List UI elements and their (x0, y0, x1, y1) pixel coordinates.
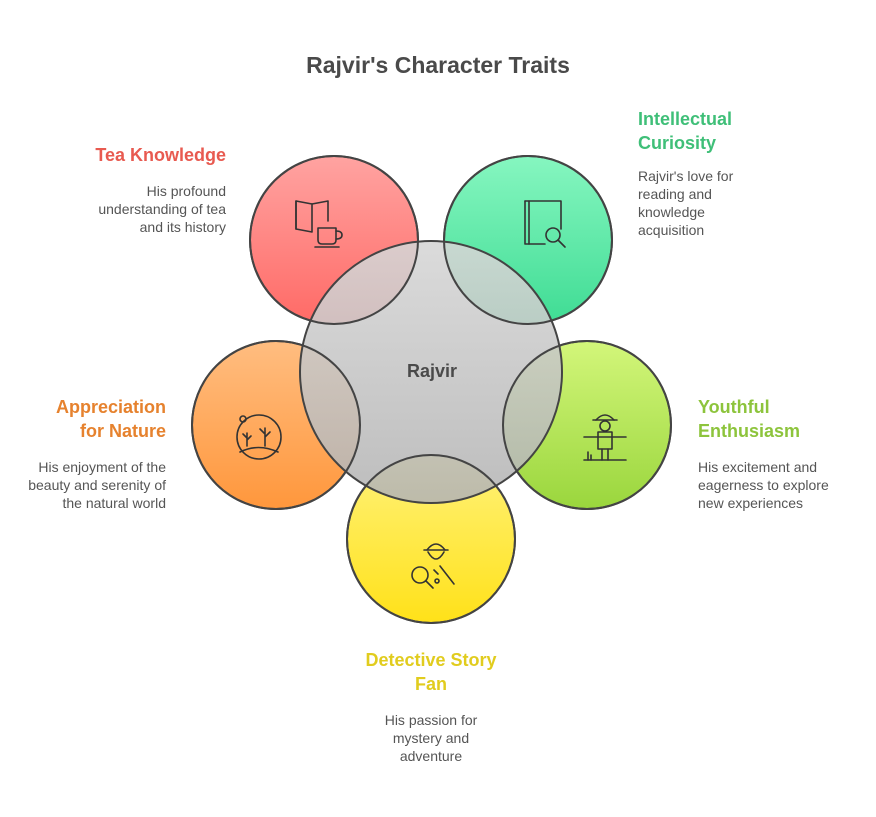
trait-desc-intellectual-curiosity: Rajvir's love for reading and knowledge … (638, 168, 734, 238)
trait-label-youthful-enthusiasm: Youthful Enthusiasm (698, 397, 801, 441)
trait-desc-detective-story-fan: His passion for mystery and adventure (384, 712, 478, 764)
diagram-title: Rajvir's Character Traits (306, 52, 570, 78)
book-tea-icon (295, 200, 343, 248)
nature-icon (236, 414, 282, 460)
scarecrow-icon (583, 414, 627, 461)
trait-desc-appreciation-nature: His enjoyment of the beauty and serenity… (28, 459, 166, 511)
trait-desc-youthful-enthusiasm: His excitement and eagerness to explore … (698, 459, 829, 511)
trait-desc-tea-knowledge: His profound understanding of tea and it… (98, 183, 226, 235)
book-magnifier-icon (524, 200, 566, 248)
detective-icon (411, 543, 455, 589)
center-circle (299, 240, 563, 504)
trait-label-detective-story-fan: Detective Story Fan (365, 650, 497, 694)
trait-label-appreciation-nature: Appreciation for Nature (55, 397, 166, 441)
trait-label-tea-knowledge: Tea Knowledge (95, 145, 226, 165)
center-label: Rajvir (406, 361, 458, 381)
trait-label-intellectual-curiosity: Intellectual Curiosity (638, 109, 733, 153)
